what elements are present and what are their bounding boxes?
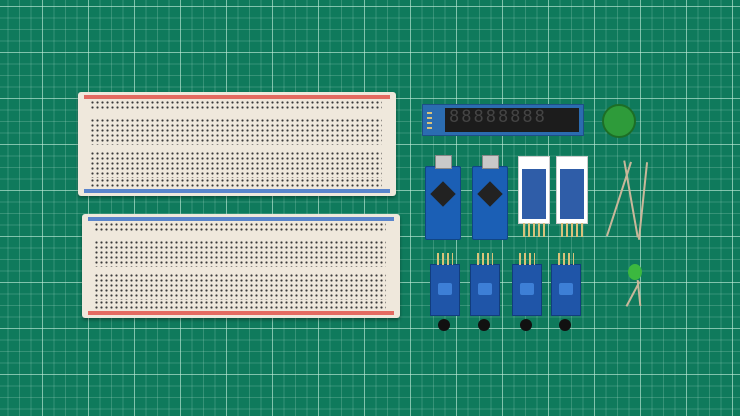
power-rail-red xyxy=(88,311,394,315)
header-pins xyxy=(437,253,453,265)
bluetooth-module-1 xyxy=(518,156,550,237)
push-button xyxy=(602,104,636,138)
seven-segment-module: 88888888 xyxy=(422,104,584,136)
display-digits: 88888888 xyxy=(449,107,547,127)
mini-usb-port xyxy=(435,155,452,169)
rail-holes xyxy=(94,300,386,310)
bluetooth-module-2 xyxy=(556,156,588,237)
microcontroller-chip xyxy=(477,181,503,207)
rail-holes xyxy=(94,222,386,233)
resistor xyxy=(637,162,649,240)
bluetooth-board xyxy=(560,169,584,219)
header-pins xyxy=(427,111,432,129)
ir-led xyxy=(559,319,571,331)
header-pins xyxy=(519,253,535,265)
power-rail-blue xyxy=(84,189,390,193)
breadboard-bottom xyxy=(82,214,400,318)
arduino-nano-1 xyxy=(425,155,461,240)
header-pins xyxy=(561,223,585,237)
ir-sensor-4 xyxy=(551,253,581,331)
ir-led xyxy=(520,319,532,331)
header-pins xyxy=(523,223,547,237)
header-pins xyxy=(477,253,493,265)
ir-sensor-3 xyxy=(512,253,542,331)
ir-sensor-1 xyxy=(430,253,460,331)
terminal-holes xyxy=(94,273,386,300)
green-led xyxy=(628,264,642,280)
mini-usb-port xyxy=(482,155,499,169)
rail-holes xyxy=(90,100,382,111)
led-lead xyxy=(636,279,642,307)
potentiometer xyxy=(438,283,452,295)
potentiometer xyxy=(520,283,534,295)
ir-sensor-2 xyxy=(470,253,500,331)
power-rail-blue xyxy=(88,217,394,221)
potentiometer xyxy=(478,283,492,295)
breadboard-top xyxy=(78,92,396,196)
terminal-holes xyxy=(90,118,382,145)
terminal-holes xyxy=(90,151,382,178)
resistor xyxy=(623,160,639,238)
resistor xyxy=(605,161,633,237)
rail-holes xyxy=(90,178,382,188)
arduino-nano-2 xyxy=(472,155,508,240)
power-rail-red xyxy=(84,95,390,99)
ir-led xyxy=(478,319,490,331)
bluetooth-board xyxy=(522,169,546,219)
ir-led xyxy=(438,319,450,331)
terminal-holes xyxy=(94,240,386,267)
microcontroller-chip xyxy=(430,181,456,207)
header-pins xyxy=(558,253,574,265)
seven-segment-display: 88888888 xyxy=(445,107,579,132)
potentiometer xyxy=(559,283,573,295)
